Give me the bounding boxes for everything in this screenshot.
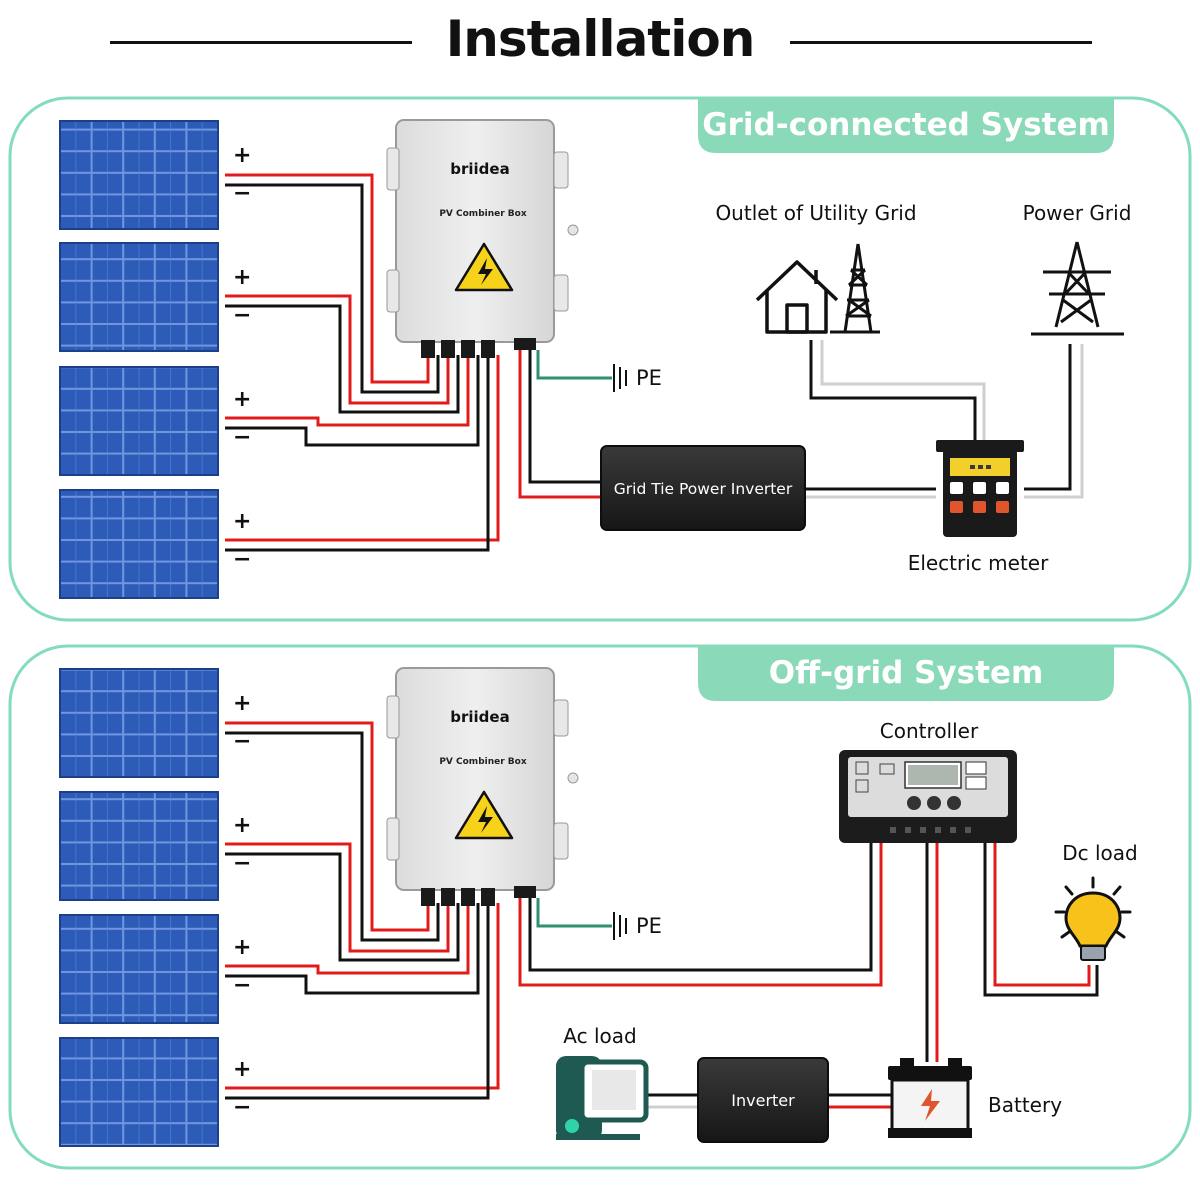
outlet-to-meter-wire [809,340,977,440]
electric-meter-icon [936,440,1024,537]
plus-sign: + [233,1057,251,1082]
electric-meter-label: Electric meter [908,551,1049,575]
battery-to-inverter-wires [827,1093,892,1109]
solar-panel [59,120,219,230]
charge-controller-icon [839,750,1017,843]
grid-connected-section: Grid-connected System + − + − + − + − [8,96,1192,622]
solar-panel [59,668,219,778]
pe-label: PE [636,914,662,938]
grid-tie-inverter-label: Grid Tie Power Inverter [614,480,793,498]
controller-label: Controller [880,719,979,743]
power-grid-label: Power Grid [1023,201,1132,225]
solar-panel [59,366,219,476]
pe-ground-symbol [613,364,627,392]
battery-icon [888,1058,972,1138]
combiner-label: PV Combiner Box [439,757,527,767]
title-rule-right [790,41,1092,44]
inverter-to-ac-load-wires [648,1093,698,1109]
pe-ground-wire [536,898,612,928]
battery-label: Battery [988,1093,1062,1117]
plus-sign: + [233,143,251,168]
minus-sign: − [233,547,251,572]
combiner-brand: briidea [450,708,509,726]
offgrid-section-tab [698,646,1114,701]
dc-load-label: Dc load [1062,841,1138,865]
combiner-label: PV Combiner Box [439,209,527,219]
solar-panel-array-offgrid [59,668,219,1147]
pv-combiner-box: briidea PV Combiner Box [386,667,579,906]
ac-load-label: Ac load [563,1024,636,1048]
grid-section-tab [698,98,1114,153]
panel-wires [225,721,500,1100]
minus-sign: − [233,973,251,998]
plus-sign: + [233,813,251,838]
warning-icon [454,242,514,292]
minus-sign: − [233,181,251,206]
installation-title: Installation [445,10,756,68]
solar-panel [59,489,219,599]
solar-panel [59,791,219,901]
title-rule-left [110,41,412,44]
plus-sign: + [233,265,251,290]
dc-output-wires [518,350,605,499]
warning-icon [454,790,514,840]
minus-sign: − [233,1095,251,1120]
solar-panel-array-grid [59,120,219,599]
controller-to-battery-wires [925,843,939,1062]
plus-sign: + [233,509,251,534]
combiner-brand: briidea [450,160,509,178]
pv-combiner-box: briidea PV Combiner Box [386,119,579,358]
pe-ground-wire [536,350,612,380]
plus-sign: + [233,387,251,412]
panel-wires [225,173,500,552]
plus-sign: + [233,691,251,716]
solar-panel [59,242,219,352]
pe-label: PE [636,366,662,390]
pe-ground-symbol [613,912,627,940]
grid-section-tab-label: Grid-connected System [702,107,1110,143]
light-bulb-icon [1054,876,1132,961]
transmission-tower-icon [1031,241,1124,336]
combiner-to-controller-wires [518,843,883,987]
solar-panel [59,914,219,1024]
meter-to-power-grid-wire [1024,344,1084,499]
plus-sign: + [233,935,251,960]
solar-panel [59,1037,219,1147]
minus-sign: − [233,729,251,754]
ac-load-appliance-icon [556,1056,649,1140]
offgrid-section-tab-label: Off-grid System [769,655,1044,691]
outlet-label: Outlet of Utility Grid [715,201,916,225]
house-icon [755,260,839,334]
grid-tie-inverter: Grid Tie Power Inverter [600,445,806,531]
off-grid-section: Off-grid System + − + − + − + − [8,644,1192,1170]
off-grid-inverter: Inverter [697,1057,829,1143]
utility-tower-icon [830,243,880,334]
minus-sign: − [233,425,251,450]
inverter-label: Inverter [731,1091,795,1110]
controller-to-dc-load-wires [983,843,1099,997]
minus-sign: − [233,851,251,876]
outlet-to-meter-wire [820,340,986,440]
minus-sign: − [233,303,251,328]
meter-to-power-grid-wire [1024,344,1072,491]
